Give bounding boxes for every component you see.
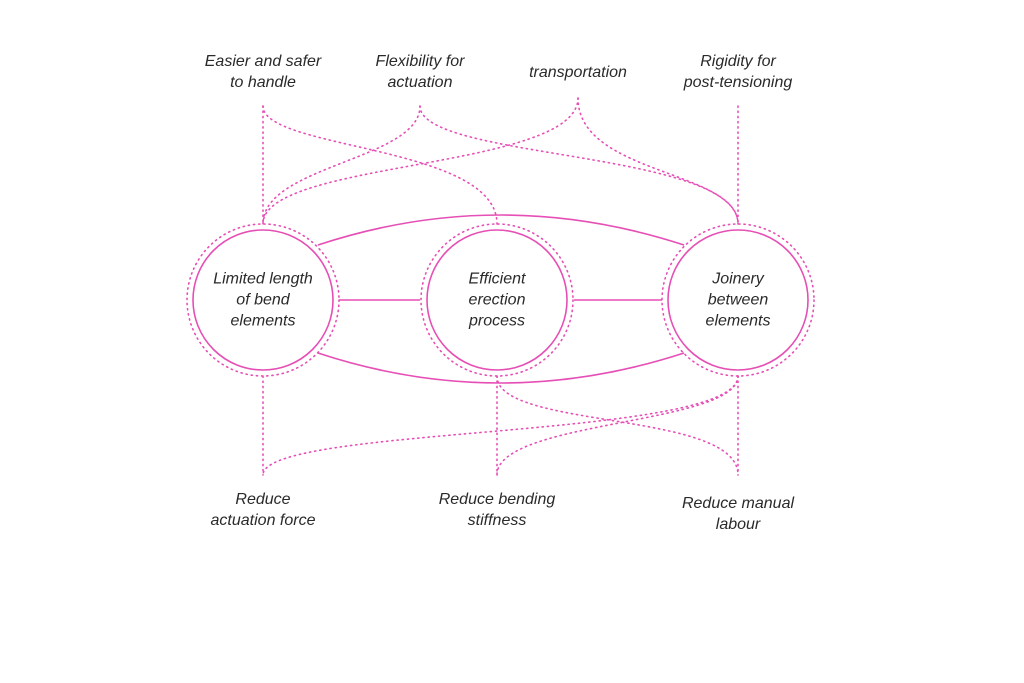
top-label-rigidity-line-1: Rigidity for (700, 53, 776, 70)
link-easier-to-erection (262, 105, 498, 225)
node-erection-label: Efficient erection process (469, 269, 526, 332)
node-limited-circle (192, 229, 334, 371)
bottom-label-stiffness-line-1: Reduce bending (438, 491, 556, 508)
top-label-transport: transportation (529, 62, 627, 83)
bottom-label-labour: Reduce manual labour (682, 493, 794, 535)
top-label-flexibility: Flexibility for actuation (376, 51, 465, 93)
connector-arc-bottom (317, 352, 685, 384)
bottom-label-force: Reduce actuation force (211, 489, 316, 531)
bottom-label-labour-line-2: labour (715, 516, 761, 533)
link-transport-to-limited (262, 97, 579, 225)
top-label-rigidity: Rigidity for post-tensioning (684, 51, 793, 93)
node-erection-line-3: process (468, 312, 526, 330)
node-limited-label: Limited length of bend elements (213, 269, 313, 332)
node-joinery-line-1: Joinery (712, 270, 764, 288)
node-joinery-label: Joinery between elements (706, 269, 771, 332)
node-erection-line-2: erection (468, 291, 526, 309)
node-joinery-line-2: between (707, 291, 769, 309)
link-transport-to-joinery (577, 97, 739, 225)
link-erection-to-labour (496, 375, 739, 476)
link-joinery-to-stiffness (496, 375, 739, 476)
top-label-easier: Easier and safer to handle (205, 51, 322, 93)
top-label-easier-line-1: Easier and safer (204, 53, 322, 70)
link-flexibility-to-limited (262, 105, 421, 225)
bottom-label-force-line-1: Reduce (235, 491, 291, 508)
bottom-label-stiffness-line-2: stiffness (467, 512, 527, 529)
top-label-flexibility-line-1: Flexibility for (375, 53, 465, 70)
top-label-easier-line-2: to handle (230, 74, 296, 91)
node-limited-line-3: elements (230, 312, 296, 330)
top-label-transport-line-1: transportation (529, 64, 627, 81)
bottom-label-labour-line-1: Reduce manual (681, 495, 795, 512)
top-label-flexibility-line-2: actuation (387, 74, 453, 91)
bottom-label-stiffness: Reduce bending stiffness (439, 489, 556, 531)
node-joinery-line-3: elements (705, 312, 771, 330)
node-limited-line-2: of bend (236, 291, 290, 309)
link-flexibility-to-joinery (419, 105, 739, 225)
connector-arc-top (317, 214, 685, 246)
node-limited-line-1: Limited length (213, 270, 313, 288)
link-joinery-to-force (262, 375, 739, 476)
node-joinery-circle (667, 229, 809, 371)
node-erection-line-1: Efficient (468, 270, 526, 288)
top-label-rigidity-line-2: post-tensioning (683, 74, 793, 91)
bottom-label-force-line-2: actuation force (210, 512, 316, 529)
node-erection-circle (426, 229, 568, 371)
